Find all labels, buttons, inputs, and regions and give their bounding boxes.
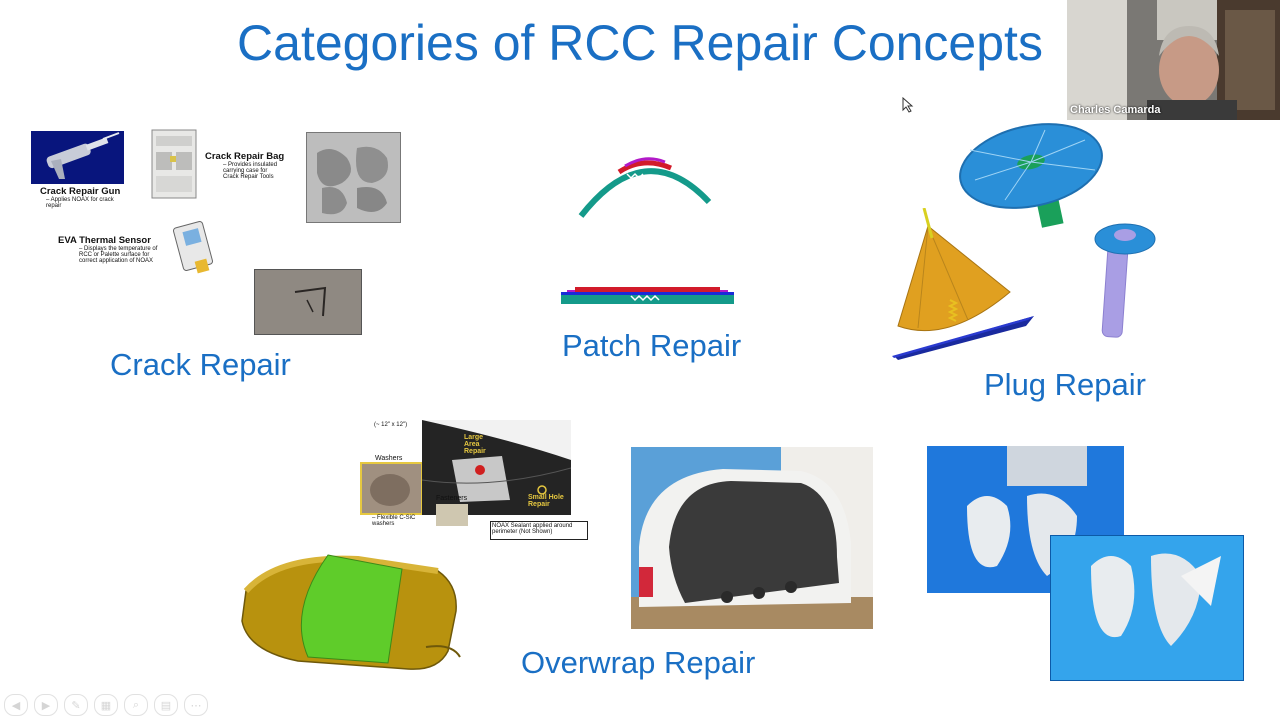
subtitle-icon[interactable]: ▤	[154, 694, 178, 716]
overwrap-mockup-photo	[631, 447, 873, 629]
eva-thermal-sensor-image	[170, 216, 224, 278]
fasteners-photo	[436, 504, 468, 526]
crack-repair-label: Crack Repair	[110, 347, 291, 382]
overwrap-wing-diagram	[241, 554, 461, 670]
overwrap-repair-label: Overwrap Repair	[521, 645, 756, 680]
zoom-icon[interactable]: ⌕	[124, 694, 148, 716]
pen-icon[interactable]: ✎	[64, 694, 88, 716]
patch-flat-diagram	[561, 287, 734, 304]
crack-texture-image	[306, 132, 401, 223]
participant-video-tile[interactable]: Charles Camarda	[1067, 0, 1280, 120]
next-icon[interactable]: ▶	[34, 694, 58, 716]
crack-sample-photo	[254, 269, 362, 335]
large-area-repair-photo	[422, 420, 571, 515]
plug-disk-diagram	[959, 123, 1103, 228]
noax-note: NOAX Sealant applied around perimeter (N…	[490, 521, 588, 540]
mouse-cursor-icon	[902, 97, 914, 113]
fasteners-label: Fasteners	[436, 495, 468, 502]
crack-gun-desc: – Applies NOAX for crack repair	[46, 197, 114, 209]
crack-gun-illustration	[31, 131, 124, 184]
flexible-washers-label: – Flexible C-SiC washers	[372, 515, 416, 527]
plug-repair-label: Plug Repair	[984, 367, 1146, 402]
small-hole-repair-label: Small Hole Repair	[528, 494, 564, 508]
underwater-eva-photo-2	[1050, 535, 1244, 681]
prev-icon[interactable]: ◀	[4, 694, 28, 716]
patch-curved-diagram	[578, 157, 712, 218]
washers-label: Washers	[375, 455, 403, 462]
participant-video-feed	[1067, 0, 1280, 120]
patch-repair-label: Patch Repair	[562, 328, 742, 363]
overwrap-size-label: (~ 12" x 12")	[374, 422, 408, 428]
participant-name: Charles Camarda	[1070, 104, 1161, 116]
crack-bag-title: Crack Repair Bag	[205, 151, 285, 162]
slideshow-toolbar: ◀ ▶ ✎ ▦ ⌕ ▤ ⋯	[4, 694, 208, 716]
more-icon[interactable]: ⋯	[184, 694, 208, 716]
crack-gun-title: Crack Repair Gun	[40, 186, 121, 197]
slide-title: Categories of RCC Repair Concepts	[237, 15, 1043, 71]
eva-sensor-title: EVA Thermal Sensor	[58, 235, 151, 246]
plug-cone-diagram	[892, 208, 1034, 360]
eva-sensor-desc: – Displays the temperature of RCC or Pal…	[79, 246, 158, 264]
slides-icon[interactable]: ▦	[94, 694, 118, 716]
large-area-repair-label: Large Area Repair	[464, 434, 486, 455]
crack-bag-desc: – Provides insulated carrying case for C…	[223, 162, 278, 180]
washers-photo	[360, 462, 423, 515]
crack-repair-gun-image	[31, 131, 124, 184]
crack-repair-bag-image	[148, 126, 200, 202]
plug-pin-diagram	[1094, 223, 1156, 338]
